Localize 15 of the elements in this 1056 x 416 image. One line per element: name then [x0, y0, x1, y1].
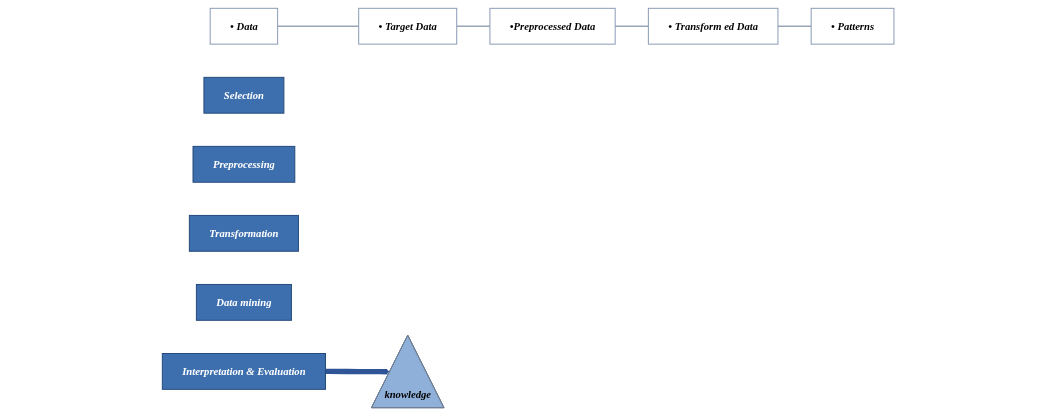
connector	[276, 25, 360, 27]
node-box: Data mining	[195, 283, 292, 321]
arrow	[325, 368, 391, 375]
node-box: • Patterns	[810, 7, 895, 45]
node-box: • Target Data	[358, 7, 458, 45]
connector	[777, 25, 812, 27]
node-box: Transformation	[188, 214, 299, 252]
node-box: Interpretation & Evaluation	[161, 353, 326, 390]
connector	[455, 25, 491, 27]
node-box: • Transform ed Data	[647, 7, 779, 45]
node-box: • Data	[209, 7, 278, 45]
node-box: •Preprocessed Data	[489, 7, 616, 45]
connector	[614, 25, 649, 27]
node-box: Preprocessing	[192, 145, 296, 183]
node-box: Selection	[203, 76, 285, 114]
